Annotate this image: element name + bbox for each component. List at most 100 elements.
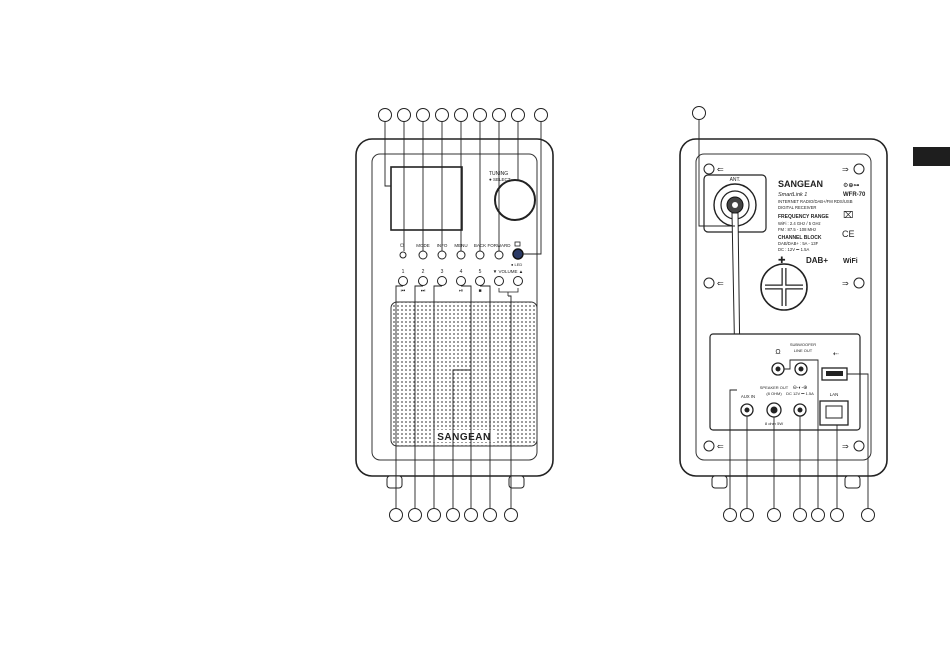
callout-antenna	[692, 106, 706, 120]
lan-port[interactable]	[819, 400, 849, 426]
preset-buttons: 1 2 3 4 5 ⏮ ⏭ ⏯ ■	[398, 269, 485, 294]
led-label: ● LED	[511, 262, 522, 267]
preset-1-button[interactable]	[398, 276, 408, 286]
callout-usb	[861, 508, 875, 522]
back-brand-logo: SANGEAN	[778, 179, 823, 189]
volume-up-button[interactable]	[513, 276, 523, 286]
callout-lan	[830, 508, 844, 522]
preset-3-button[interactable]	[437, 276, 447, 286]
lan-port-inner	[825, 405, 843, 419]
front-foot-right	[508, 475, 525, 489]
forward-button[interactable]	[494, 250, 504, 260]
callout-volume	[504, 508, 518, 522]
ce-mark-icon: CE	[842, 229, 855, 239]
screw-arrows: ⇐ ⇒ ⇐ ⇒ ⇐ ⇒	[717, 165, 849, 451]
channel-title: CHANNEL BLOCK	[778, 235, 822, 241]
subwoofer-label-2: LINE OUT	[794, 348, 813, 353]
svg-text:⇐: ⇐	[717, 442, 724, 451]
headphone-icon: Ω	[775, 349, 780, 356]
speaker-out-label-2: (8 OHM)	[766, 391, 782, 396]
dc-in-jack-center	[797, 407, 803, 413]
callout-led	[534, 108, 548, 122]
speaker-grille	[390, 301, 538, 447]
model-name: SmartLink 1	[778, 192, 807, 198]
preset-2-button[interactable]	[418, 276, 428, 286]
aux-label: AUX IN	[741, 394, 755, 399]
wifi-logo: WiFi	[843, 258, 858, 265]
preset-5-number: 5	[479, 269, 482, 275]
dab-logo: DAB+	[806, 256, 828, 265]
front-top-leaders	[384, 122, 542, 255]
standby-button[interactable]	[399, 251, 407, 259]
back-foot-right	[844, 475, 861, 489]
volume-down-button[interactable]	[494, 276, 504, 286]
callout-display	[378, 108, 392, 122]
tuning-knob[interactable]	[494, 179, 536, 221]
callout-preset-2	[408, 508, 422, 522]
bass-port-cross-inner	[765, 268, 803, 306]
svg-text:⇒: ⇒	[842, 165, 849, 174]
back-button[interactable]	[475, 250, 485, 260]
logo-cluster-icon: ⚙⊕⊶	[843, 182, 859, 189]
lan-label: LAN	[830, 392, 839, 397]
callout-speaker	[446, 508, 460, 522]
stop-icon: ■	[478, 288, 481, 294]
antenna-hub-center	[732, 202, 738, 208]
select-label: ● SELECT	[489, 177, 511, 182]
callout-standby	[397, 108, 411, 122]
front-bottom-leaders	[395, 285, 512, 508]
callout-aux-in	[740, 508, 754, 522]
front-brand-plate	[432, 430, 496, 442]
standby-icon: ⏻	[400, 243, 404, 249]
svg-text:⇐: ⇐	[717, 279, 724, 288]
display-screen	[390, 166, 463, 231]
preset-3-number: 3	[441, 269, 444, 275]
volume-bracket	[498, 288, 519, 296]
subwoofer-label-1: SUBWOOFER	[790, 342, 816, 347]
front-view: TUNING ● SELECT ⏻ ● LED MODE INFO MENU B…	[355, 108, 554, 522]
preset-5-button[interactable]	[475, 276, 485, 286]
double-insulation-icon: ✚	[778, 255, 786, 265]
svg-text:⇐: ⇐	[717, 165, 724, 174]
mode-button[interactable]	[418, 250, 428, 260]
preset-4-number: 4	[460, 269, 463, 275]
front-top-callouts	[378, 108, 548, 122]
callout-antenna-tip	[723, 508, 737, 522]
callout-tuning	[511, 108, 525, 122]
aux-in-jack-center	[744, 407, 750, 413]
preset-1-number: 1	[402, 269, 405, 275]
callout-info	[435, 108, 449, 122]
channel-line-2: DC : 12V ⎓ 1.5A	[778, 247, 809, 252]
volume-label: ▼ VOLUME ▲	[493, 269, 523, 274]
callout-dc-in	[793, 508, 807, 522]
callout-mode	[416, 108, 430, 122]
frequency-line-2: FM : 87.5 - 108 MHz	[778, 227, 816, 232]
weee-bin-icon: ⌧	[843, 210, 853, 220]
back-foot-left	[711, 475, 728, 489]
callout-preset-3	[427, 508, 441, 522]
headphone-jack-center	[775, 366, 781, 372]
menu-button[interactable]	[456, 250, 466, 260]
description-line-2: DIGITAL RECEIVER	[778, 205, 816, 210]
next-track-icon: ⏭	[421, 288, 426, 294]
description-line-1: INTERNET RADIO/DAB+/FM RDS/USB	[778, 199, 853, 204]
svg-text:⇒: ⇒	[842, 279, 849, 288]
dc-polarity-icon: ⊖-◐-⊕	[793, 385, 808, 391]
front-bottom-callouts	[389, 508, 518, 522]
previous-track-icon: ⏮	[401, 288, 406, 294]
antenna-label: ANT.	[730, 177, 741, 183]
info-button[interactable]	[437, 250, 447, 260]
preset-4-button[interactable]	[456, 276, 466, 286]
model-code: WFR-70	[843, 192, 866, 198]
play-pause-icon: ⏯	[459, 288, 463, 294]
screw-mid-right	[853, 277, 865, 289]
screw-top-right	[853, 163, 865, 175]
usb-icon: ⇠	[833, 351, 839, 358]
callout-preset-4	[464, 508, 478, 522]
ir-window-icon	[514, 241, 521, 247]
page-edge-tab	[913, 147, 950, 166]
callout-forward	[492, 108, 506, 122]
channel-line-1: DAB/DAB+ : 5A - 13F	[778, 241, 819, 246]
rating-label: SANGEAN ⚙⊕⊶ SmartLink 1 WFR-70 INTERNET …	[778, 179, 866, 265]
